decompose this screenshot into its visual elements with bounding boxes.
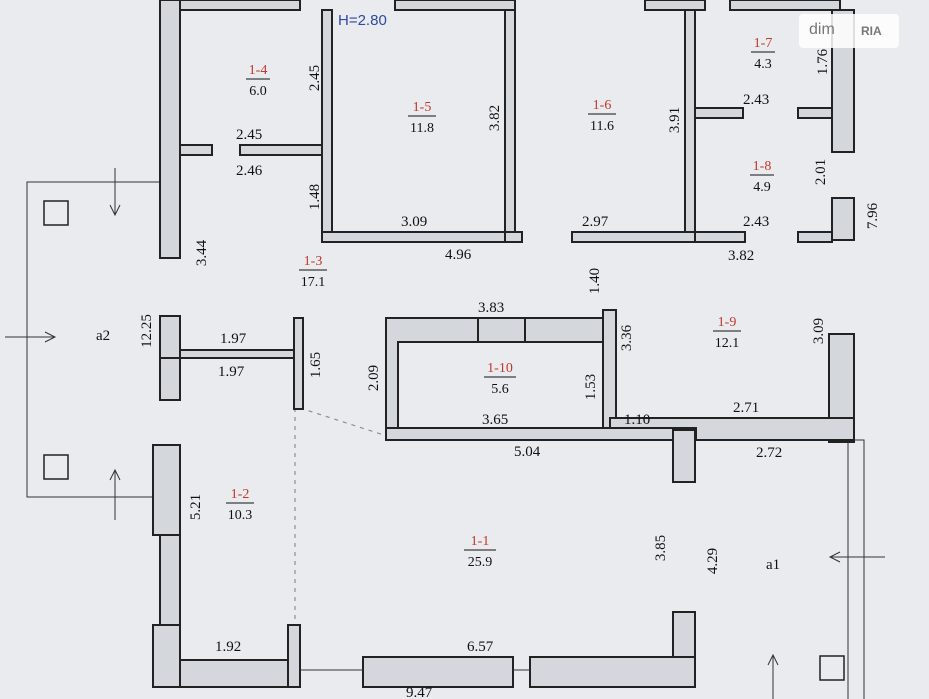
dimension-label: 2.45 [236,127,262,143]
dimension-label: 1.10 [624,412,650,428]
dimension-label: 1.92 [215,639,241,655]
column-square [819,655,845,681]
dimension-label: 1.97 [220,331,247,347]
dimension-label: 3.65 [482,412,508,428]
watermark-text-left: dim [809,21,835,38]
dimension-label: 3.82 [728,248,754,264]
dimension-label: 2.97 [582,214,609,230]
ceiling-height-label: H=2.80 [338,12,387,29]
room-1-7: 1-7 4.3 [751,36,775,72]
dimension-label: 3.36 [619,324,635,351]
dimension-label: 2.72 [756,445,782,461]
room-area: 17.1 [301,275,326,290]
dimension-label: 3.85 [653,535,669,561]
dimension-label: 5.04 [514,444,541,460]
dimension-label: 2.43 [743,214,769,230]
dimension-label: 2.01 [813,159,829,185]
room-area: 5.6 [491,382,509,397]
dimension-label: 1.40 [587,268,603,294]
room-area: 4.3 [754,57,772,72]
dimension-label: 1.65 [308,352,324,378]
room-area: 4.9 [753,180,771,195]
dimension-label: 1.97 [218,364,245,380]
room-area: 6.0 [249,84,267,99]
room-1-1: 1-1 25.9 [464,534,496,570]
dimensions-vertical: 2.45 3.82 3.91 1.76 2.01 7.96 1.48 3.44 … [139,48,881,574]
dashed-divider [299,407,391,438]
column-square [43,200,69,226]
room-area: 12.1 [715,336,740,351]
room-1-9: 1-9 12.1 [713,315,741,351]
dimension-label: 5.21 [188,494,204,520]
balcony-a2-label: a2 [96,328,110,344]
dimension-label: 2.43 [743,92,769,108]
room-1-5: 1-5 11.8 [408,100,436,136]
watermark-logo: dim RIA [799,14,899,48]
room-id: 1-1 [471,534,490,549]
walls [152,0,855,688]
room-1-3: 1-3 17.1 [299,254,327,290]
room-id: 1-10 [487,361,513,376]
room-id: 1-6 [593,98,612,113]
balcony-a1-label: a1 [766,557,780,573]
column-square [43,454,69,480]
room-area: 10.3 [228,508,253,523]
dimension-label: 3.82 [487,105,503,131]
dimension-label: 6.57 [467,639,494,655]
dimension-label: 1.76 [815,48,831,75]
dimension-label: 4.96 [445,247,472,263]
room-area: 11.8 [410,121,434,136]
dimension-label: 3.44 [194,239,210,266]
room-area: 25.9 [468,555,493,570]
room-1-10: 1-10 5.6 [484,361,516,397]
room-id: 1-3 [304,254,323,269]
dimension-label: 9.47 [406,685,433,699]
dimension-label: 2.45 [307,65,323,91]
dimension-label: 7.96 [865,202,881,229]
room-id: 1-4 [249,63,268,78]
watermark-text-right: RIA [861,24,882,38]
dimension-label: 2.46 [236,163,263,179]
dimension-label: 3.09 [811,318,827,344]
dimension-label: 12.25 [139,314,155,348]
room-1-6: 1-6 11.6 [588,98,616,134]
dimension-label: 2.71 [733,400,759,416]
dimension-label: 1.53 [583,374,599,400]
room-id: 1-8 [753,159,772,174]
dimension-label: 1.48 [307,184,323,210]
room-area: 11.6 [590,119,614,134]
dimension-label: 2.09 [366,365,382,391]
room-id: 1-9 [718,315,737,330]
room-id: 1-5 [413,100,432,115]
dimension-label: 4.29 [705,548,721,574]
room-1-4: 1-4 6.0 [246,63,270,99]
balcony-a2-outline [5,168,160,520]
room-1-2: 1-2 10.3 [226,487,254,523]
dimension-label: 3.09 [401,214,427,230]
room-id: 1-7 [754,36,773,51]
room-id: 1-2 [231,487,250,502]
dimension-label: 3.91 [667,107,683,133]
balcony-a1-outline [695,439,885,699]
room-1-8: 1-8 4.9 [750,159,774,195]
dimension-label: 3.83 [478,300,504,316]
dimensions: 2.45 2.46 2.43 2.43 3.09 2.97 4.96 3.82 … [215,92,782,699]
